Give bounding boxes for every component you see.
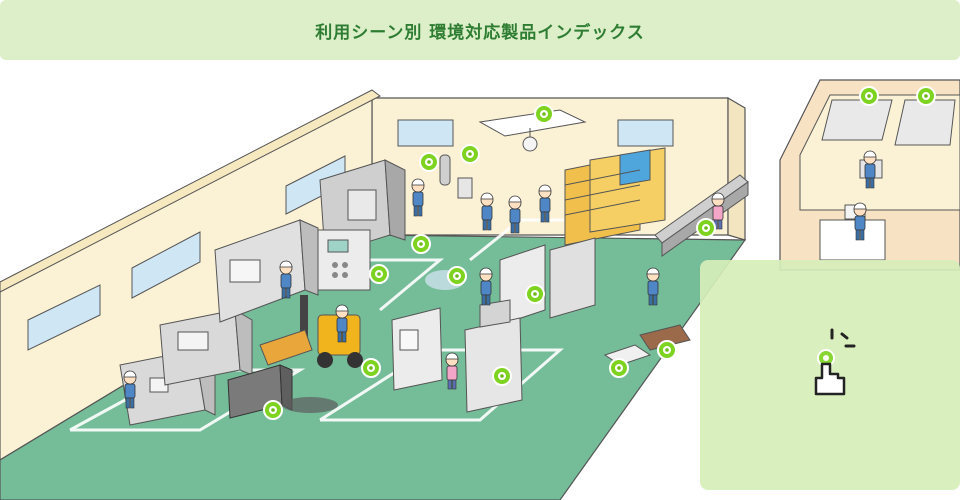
hotspot-press-machine[interactable]	[369, 264, 389, 284]
tap-hand-icon	[814, 328, 856, 396]
hotspot-workers-center[interactable]	[419, 152, 439, 172]
control-panel-machine	[317, 229, 371, 291]
storage-racks	[564, 147, 666, 246]
hotspot-spill[interactable]	[447, 266, 467, 286]
hotspot-machining-center[interactable]	[411, 234, 431, 254]
hotspot-storage-racks[interactable]	[525, 284, 545, 304]
hotspot-cabinet[interactable]	[492, 366, 512, 386]
hint-panel	[700, 260, 960, 490]
hotspot-conveyor[interactable]	[696, 218, 716, 238]
cabinet-right	[499, 237, 596, 326]
hotspot-cylinders[interactable]	[460, 144, 480, 164]
machine-left-mid	[159, 309, 253, 386]
hotspot-forklift[interactable]	[361, 358, 381, 378]
hotspot-ceiling-light[interactable]	[534, 104, 554, 124]
cabinet-center	[391, 307, 443, 391]
factory-illustration	[0, 79, 960, 500]
press-machine	[464, 299, 523, 413]
hotspot-waste-cart[interactable]	[263, 400, 283, 420]
hotspot-floor-drain[interactable]	[609, 358, 629, 378]
page-banner: 利用シーン別 環境対応製品インデックス	[0, 0, 960, 60]
hotspot-office-right[interactable]	[916, 86, 936, 106]
hotspot-office-left[interactable]	[859, 86, 879, 106]
page-title: 利用シーン別 環境対応製品インデックス	[315, 22, 645, 43]
hotspot-floor-mat[interactable]	[657, 340, 677, 360]
right-wall	[727, 96, 746, 241]
